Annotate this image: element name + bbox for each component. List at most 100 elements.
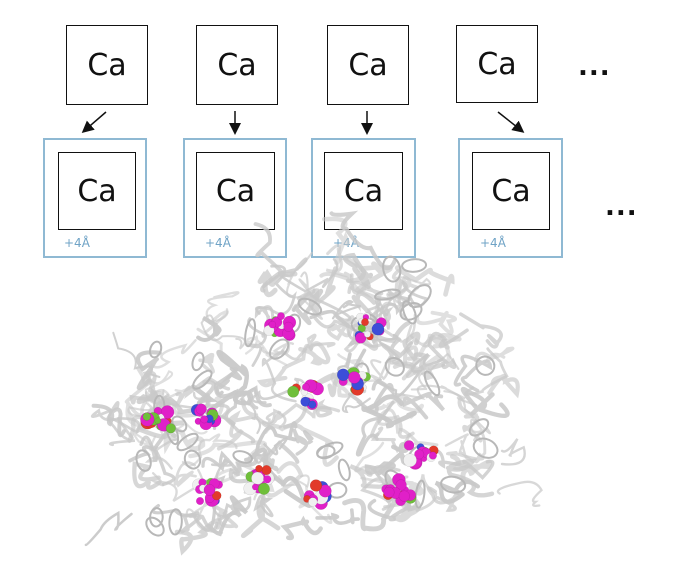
ribbon-strand [281,333,336,361]
helix-coil [337,458,351,482]
ribbon-strand [196,315,222,342]
ribbon-strand [198,352,215,374]
ribbon-strand [325,243,352,278]
bottom-calcium-label-4: Ca [491,173,531,209]
ribbon-strand [132,461,162,490]
helix-coil [176,432,199,452]
top-continuation-ellipsis: ... [578,52,611,82]
bottom-calcium-label-1: Ca [77,173,117,209]
helix-coil [475,355,496,376]
ribbon-strand [211,494,239,529]
helix-coil [232,450,254,464]
site-atom [283,321,294,332]
site-atom [348,371,361,384]
ribbon-strand [444,433,475,464]
ribbon-strand [326,315,358,342]
ribbon-strand [261,337,295,356]
site-atom [251,471,265,485]
site-atom [318,484,332,498]
ribbon-strand [377,408,439,448]
helix-coil [244,318,257,348]
helix-coil [297,297,323,316]
site-atom [200,415,209,424]
helix-coil [440,475,467,494]
ribbon-strand [347,379,394,414]
helix-coil [374,288,401,301]
ribbon-strand [200,314,246,350]
helix-coil [384,356,405,377]
helix-coil [145,516,165,537]
helix-coil [414,479,426,509]
helix-coil [191,351,205,372]
top-calcium-box-1: Ca [66,25,148,105]
protein-ribbon [84,210,543,556]
helix-coil [268,338,290,360]
site-atom [336,368,350,382]
ribbon-strand [405,313,431,348]
ribbon-strand [426,486,460,512]
top-calcium-box-2: Ca [196,25,278,105]
site-atom [383,486,395,498]
top-calcium-box-3: Ca [327,25,409,105]
ribbon-strand [402,391,446,420]
padding-label-2: +4Å [205,236,231,250]
ribbon-strand [239,387,262,435]
site-atom [203,484,216,496]
ribbon-strand [277,258,339,293]
site-atom [257,482,270,495]
site-atom [165,423,176,434]
top-calcium-label-4: Ca [477,46,517,82]
site-atom [395,479,407,491]
ribbon-strand [453,354,493,393]
ribbon-strand [391,384,478,407]
ribbon-strand [394,265,455,297]
padding-label-1: +4Å [64,236,90,250]
site-atom [195,403,207,415]
helix-coil [472,437,499,459]
arrow-1 [81,111,107,133]
site-atom [268,320,277,329]
ribbon-strand [280,515,323,541]
site-atom [287,385,300,398]
site-atom [301,383,310,391]
padding-label-4: +4Å [480,236,506,250]
ribbon-strand [244,334,288,366]
ribbon-strand [173,461,197,488]
ribbon-strand [298,341,331,366]
ribbon-strand [370,355,392,389]
ribbon-strand [107,417,141,447]
site-atom [142,412,152,421]
helix-coil [148,340,163,359]
site-atom [403,440,415,451]
padding-frame-4 [458,138,563,258]
site-atom [398,490,410,502]
helix-coil [401,258,428,273]
helix-coil [468,418,490,437]
site-atom [263,475,272,484]
ribbon-strand [240,492,281,539]
ribbon-strand [401,345,421,381]
ribbon-strand [215,367,243,396]
ribbon-strand [331,300,362,320]
site-atom [277,312,285,321]
ribbon-strand [91,403,126,438]
ribbon-strand [251,377,306,404]
site-atom [403,453,417,468]
ribbon-strand [136,350,162,391]
top-calcium-box-4: Ca [456,25,538,103]
ribbon-strand [205,393,256,444]
site-atom [414,449,425,460]
ribbon-strand [500,438,526,466]
ribbon-strand [329,210,397,271]
ribbon-strand [487,373,520,399]
site-atom [251,483,259,491]
helix-coil [423,370,441,397]
padding-frame-1 [43,138,147,258]
ribbon-strand [283,398,333,429]
ribbon-strand [261,402,341,426]
ribbon-strand [292,271,316,312]
bottom-calcium-box-1: Ca [58,152,136,230]
padding-frame-2 [183,138,287,258]
